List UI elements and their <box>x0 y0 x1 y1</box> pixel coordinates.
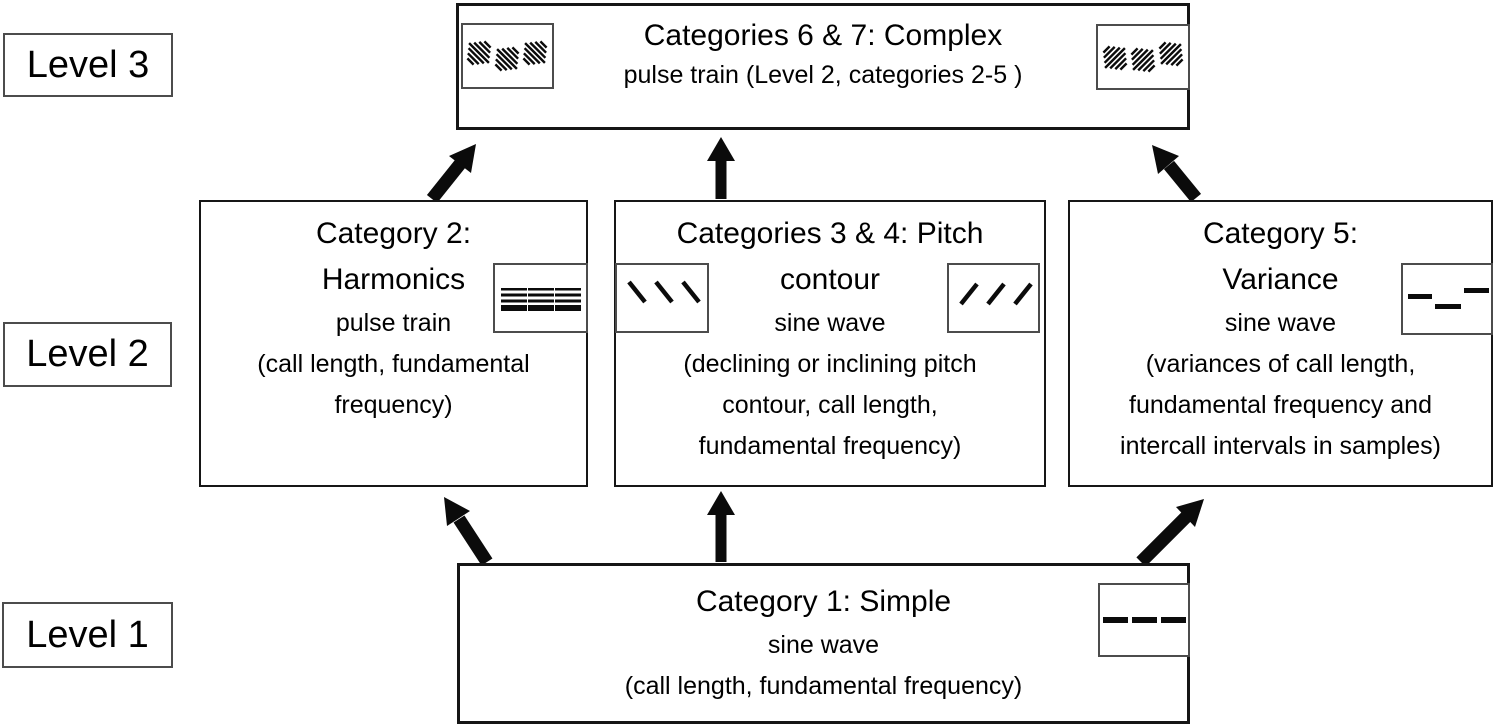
level-2-label: Level 2 <box>3 322 172 387</box>
level-1-label: Level 1 <box>2 602 173 668</box>
arrow-simple-to-harmonics <box>444 497 493 566</box>
simple-body-line-1: sine wave <box>767 631 880 659</box>
complex-title: Categories 6 & 7: Complex <box>643 19 1003 52</box>
pitch-body-line-4: fundamental frequency) <box>698 432 962 460</box>
pitch-right-icon-frame <box>947 263 1040 333</box>
harmonics-body-line-2: (call length, fundamental <box>257 350 530 378</box>
complex-right-icon-frame <box>1096 24 1190 90</box>
level-3-text: Level 3 <box>26 43 150 86</box>
pitch-left-icon-frame <box>615 263 709 333</box>
variance-body-line-2: (variances of call length, <box>1145 350 1416 378</box>
level-1-text: Level 1 <box>26 613 149 656</box>
harmonics-title-line-2: Harmonics <box>321 263 466 296</box>
simple-box: Category 1: Simple sine wave (call lengt… <box>457 563 1190 724</box>
pitch-title-line-2: contour <box>779 263 881 296</box>
variance-body-line-3: fundamental frequency and <box>1129 391 1432 419</box>
complex-left-icon-frame <box>461 23 554 89</box>
complex-subtitle: pulse train (Level 2, categories 2-5 ) <box>623 61 1023 89</box>
simple-title: Category 1: Simple <box>695 585 952 618</box>
harmonics-body-line-1: pulse train <box>335 309 452 337</box>
level-2-text: Level 2 <box>26 333 149 375</box>
pitch-body-line-3: contour, call length, <box>722 391 938 419</box>
pitch-title-line-1: Categories 3 & 4: Pitch <box>676 217 984 250</box>
arrow-simple-to-variance <box>1136 499 1204 567</box>
pitch-contour-box: Categories 3 & 4: Pitch contour sine wav… <box>614 200 1046 487</box>
complex-box: Categories 6 & 7: Complex pulse train (L… <box>456 3 1190 130</box>
arrow-simple-to-pitch <box>707 491 735 562</box>
arrow-variance-to-complex <box>1152 145 1202 203</box>
harmonics-box: Category 2: Harmonics pulse train (call … <box>199 200 588 487</box>
variance-body-line-4: intercall intervals in samples) <box>1120 432 1441 460</box>
descending-hatch-pulses-icon <box>466 40 548 72</box>
declining-pitch-icon <box>627 280 701 304</box>
simple-body-line-2: (call length, fundamental frequency) <box>624 672 1023 700</box>
harmonics-title-line-1: Category 2: <box>315 217 472 250</box>
arrow-harmonics-to-complex <box>426 144 476 204</box>
variance-body-line-1: sine wave <box>1224 309 1337 337</box>
harmonics-body-line-3: frequency) <box>334 391 453 419</box>
pitch-body-line-2: (declining or inclining pitch <box>683 350 977 378</box>
stacked-harmonics-icon <box>501 288 581 311</box>
ascending-hatch-pulses-icon <box>1098 26 1188 88</box>
inclining-pitch-icon <box>959 282 1033 306</box>
level-dashes-icon <box>1103 617 1186 623</box>
variance-title-line-2: Variance <box>1222 263 1339 296</box>
variable-height-dashes-icon <box>1408 288 1489 309</box>
variance-icon-frame <box>1401 263 1493 335</box>
harmonics-icon-frame <box>493 263 588 333</box>
variance-box: Category 5: Variance sine wave (variance… <box>1068 200 1493 487</box>
pitch-body-line-1: sine wave <box>774 309 886 337</box>
arrow-pitch-to-complex <box>707 137 735 199</box>
level-3-label: Level 3 <box>3 33 173 97</box>
variance-title-line-1: Category 5: <box>1202 217 1359 250</box>
simple-icon-frame <box>1098 583 1190 657</box>
